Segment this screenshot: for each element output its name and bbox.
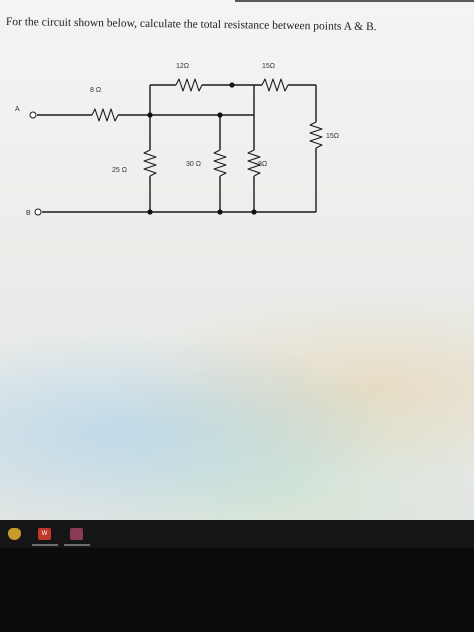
junction-mid	[217, 112, 223, 118]
label-r15-right: 15Ω	[326, 133, 339, 140]
label-r12: 12Ω	[176, 63, 189, 70]
window-edge	[235, 0, 474, 2]
active-indicator	[64, 544, 90, 546]
junction-bottom-30	[217, 209, 223, 215]
circuit-diagram: A B 8 Ω 12Ω 15Ω 15Ω 25 Ω 30 Ω 8Ω	[15, 63, 339, 217]
word-app-icon[interactable]: W	[38, 528, 51, 540]
label-r8-right: 8Ω	[258, 161, 267, 168]
label-r30: 30 Ω	[186, 161, 201, 168]
label-r8-top: 8 Ω	[90, 87, 101, 94]
resistor-25	[143, 149, 157, 177]
label-terminal-a: A	[15, 106, 20, 113]
app-icon[interactable]	[70, 528, 83, 540]
junction-n1	[147, 112, 153, 118]
word-icon-text: W	[41, 531, 48, 537]
resistor-15-top	[261, 78, 289, 92]
active-indicator	[32, 544, 58, 546]
resistor-12	[175, 78, 203, 92]
terminal-a	[29, 111, 37, 119]
junction-top	[229, 82, 235, 88]
terminal-b	[34, 208, 42, 216]
resistor-15-right	[309, 121, 323, 149]
taskbar: W	[0, 520, 474, 548]
label-r25: 25 Ω	[112, 167, 127, 174]
resistor-30	[213, 149, 227, 177]
label-terminal-b: B	[26, 210, 31, 217]
screen: For the circuit shown below, calculate t…	[0, 0, 474, 520]
resistor-8-top	[91, 108, 119, 122]
junction-bottom-8	[251, 209, 257, 215]
label-r15-top: 15Ω	[262, 63, 275, 70]
moire-glare	[0, 300, 474, 520]
junction-bottom-25	[147, 209, 153, 215]
shield-icon[interactable]	[8, 528, 21, 540]
resistor-8-right	[247, 149, 261, 177]
